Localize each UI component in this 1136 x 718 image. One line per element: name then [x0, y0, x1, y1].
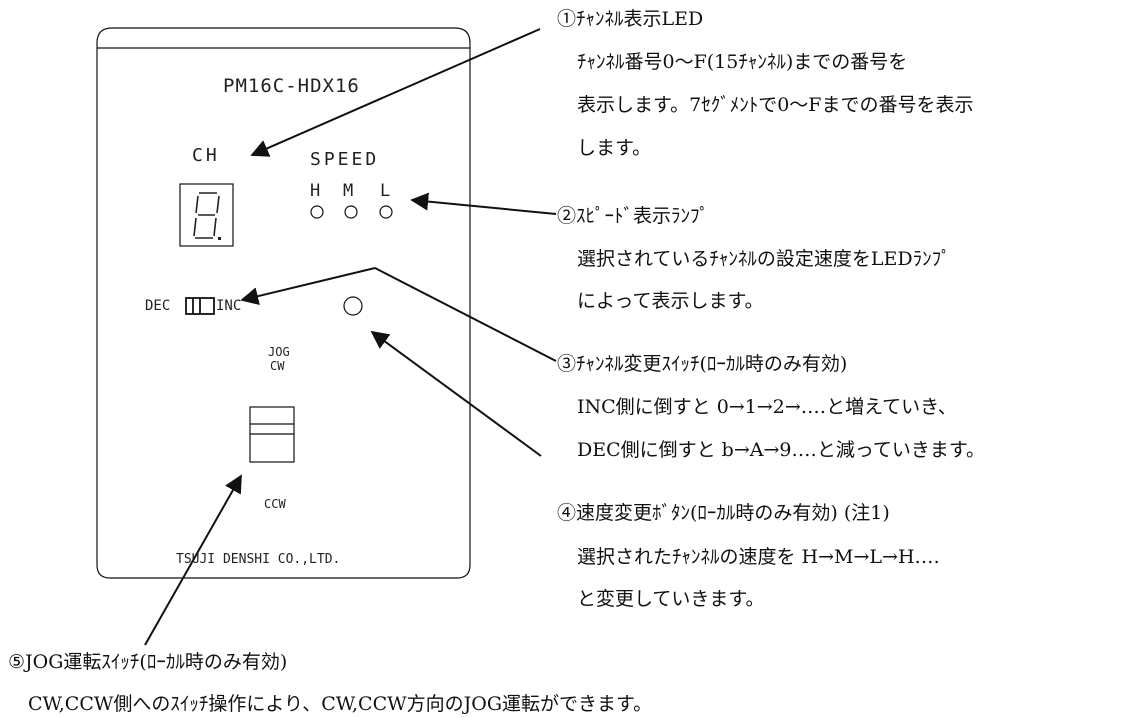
callout-jog-switch: ⑤JOG運転ｽｲｯﾁ(ﾛｰｶﾙ時のみ有効) CW,CCW側へのｽｲｯﾁ操作により…	[8, 651, 652, 715]
device-panel: PM16C-HDX16 CH SPEED H M L DEC INC JOG C…	[96, 27, 471, 579]
speed-level-l: L	[380, 181, 390, 201]
speed-lamp-l	[379, 205, 393, 219]
callout-line: します。	[577, 137, 651, 159]
model-label: PM16C-HDX16	[223, 75, 360, 97]
speed-lamp-m	[344, 205, 358, 219]
jog-switch[interactable]	[249, 406, 295, 463]
arrow-speed-button	[370, 330, 542, 457]
ccw-label: CCW	[264, 497, 286, 511]
jog-label: JOG	[268, 345, 290, 359]
callout-title: ⑤JOG運転ｽｲｯﾁ(ﾛｰｶﾙ時のみ有効)	[8, 651, 287, 673]
arrow-channel-led	[250, 28, 541, 157]
callout-line: DEC側に倒すと b→A→9‥‥と減っていきます。	[577, 439, 985, 461]
callout-speed-button: ④速度変更ﾎﾞﾀﾝ(ﾛｰｶﾙ時のみ有効) (注1) 選択されたﾁｬﾝﾈﾙの速度を…	[557, 502, 940, 610]
callout-line: ﾁｬﾝﾈﾙ番号0〜F(15ﾁｬﾝﾈﾙ)までの番号を	[577, 51, 907, 73]
callout-line: 選択されているﾁｬﾝﾈﾙの設定速度をLEDﾗﾝﾌﾟ	[577, 248, 951, 270]
callout-line: 選択されたﾁｬﾝﾈﾙの速度を H→M→L→H‥‥	[577, 546, 940, 568]
inc-label: INC	[216, 298, 241, 314]
maker-label: TSUJI DENSHI CO.,LTD.	[176, 552, 340, 567]
callout-arrows	[144, 28, 557, 646]
callout-line: 表示します。7ｾｸﾞﾒﾝﾄで0〜Fまでの番号を表示	[577, 94, 973, 116]
leader-channel-switch	[374, 267, 557, 362]
callout-channel-led: ①ﾁｬﾝﾈﾙ表示LED ﾁｬﾝﾈﾙ番号0〜F(15ﾁｬﾝﾈﾙ)までの番号を 表示…	[557, 8, 973, 159]
speed-change-button[interactable]	[343, 296, 363, 316]
callout-line: CW,CCW側へのｽｲｯﾁ操作により、CW,CCW方向のJOG運転ができます。	[28, 693, 652, 715]
callout-line: によって表示します。	[577, 290, 764, 312]
seven-segment-dot	[218, 237, 221, 240]
callout-channel-switch: ③ﾁｬﾝﾈﾙ変更ｽｲｯﾁ(ﾛｰｶﾙ時のみ有効) INC側に倒すと 0→1→2→‥…	[557, 353, 985, 461]
speed-level-m: M	[343, 181, 353, 201]
callout-title: ①ﾁｬﾝﾈﾙ表示LED	[557, 8, 703, 30]
seven-segment-display	[179, 183, 234, 247]
arrow-speed-lamp	[410, 192, 557, 215]
callout-line: INC側に倒すと 0→1→2→‥‥と増えていき、	[577, 396, 957, 418]
callout-title: ③ﾁｬﾝﾈﾙ変更ｽｲｯﾁ(ﾛｰｶﾙ時のみ有効)	[557, 353, 847, 375]
arrow-channel-switch	[240, 267, 376, 305]
speed-lamp-h	[310, 205, 324, 219]
seven-segment-frame	[179, 183, 234, 247]
callout-title: ②ｽﾋﾟｰﾄﾞ表示ﾗﾝﾌﾟ	[557, 205, 709, 227]
callout-speed-lamp: ②ｽﾋﾟｰﾄﾞ表示ﾗﾝﾌﾟ 選択されているﾁｬﾝﾈﾙの設定速度をLEDﾗﾝﾌﾟ …	[557, 205, 951, 312]
channel-toggle-switch[interactable]	[185, 297, 215, 315]
arrow-jog-switch	[144, 474, 242, 646]
ch-label: CH	[192, 145, 220, 166]
speed-level-h: H	[310, 181, 320, 201]
callout-line: と変更していきます。	[577, 588, 765, 610]
dec-label: DEC	[145, 298, 170, 314]
cw-label: CW	[270, 359, 285, 373]
seven-segment-digit	[193, 192, 220, 239]
speed-label: SPEED	[310, 149, 379, 170]
callout-title: ④速度変更ﾎﾞﾀﾝ(ﾛｰｶﾙ時のみ有効) (注1)	[557, 502, 890, 524]
panel-outline	[96, 27, 471, 579]
